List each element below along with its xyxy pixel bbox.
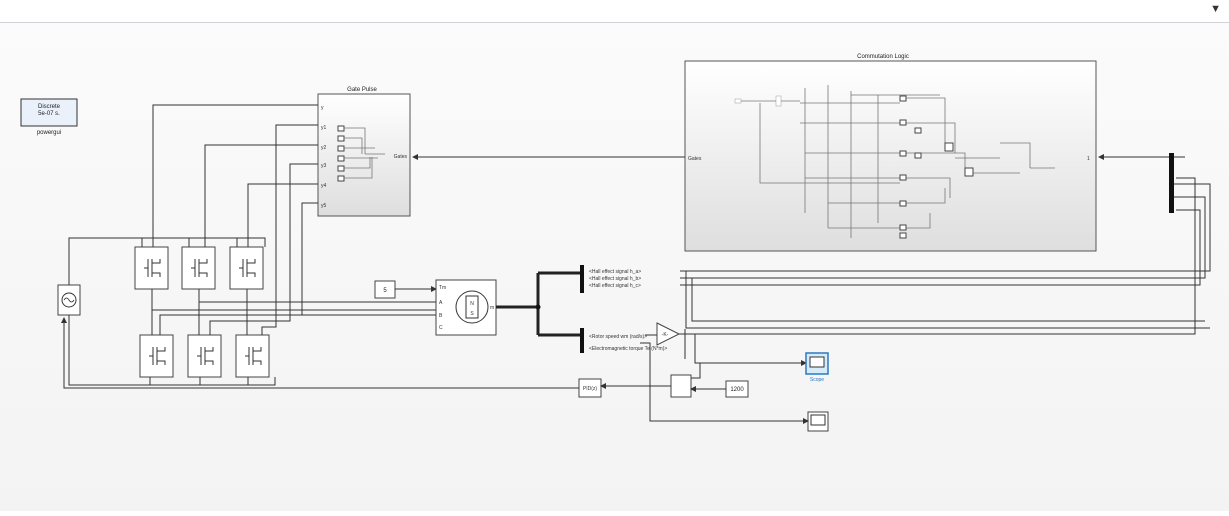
sum-block[interactable] <box>670 374 692 398</box>
gate-pulse-port-y1: y1 <box>321 125 327 131</box>
hall-mux-bar[interactable] <box>1169 153 1174 213</box>
mosfet-1[interactable] <box>134 246 169 290</box>
hall-signal-b: <Hall effect signal h_b> <box>589 276 641 282</box>
rotor-speed-signal: <Rotor speed wm (rad/s)> <box>589 334 647 340</box>
torque-scope-block[interactable] <box>807 411 829 432</box>
gate-pulse-port-gates: Gates <box>394 154 408 160</box>
scope-label: Scope <box>810 377 824 383</box>
motor-symbol-s: S <box>470 311 474 317</box>
gate-pulse-port-y5: y5 <box>321 203 327 209</box>
speed-ref-block[interactable]: 1200 <box>725 380 749 398</box>
motor-port-b: B <box>439 313 443 319</box>
powergui-line1: Discrete <box>38 104 61 110</box>
em-torque-signal: <Electromagnetic torque Te (N*m)> <box>589 346 667 352</box>
mosfet-2[interactable] <box>181 246 216 290</box>
gain-label: -K- <box>662 332 669 338</box>
powergui-caption: powergui <box>37 130 61 136</box>
dc-source-block[interactable] <box>57 284 81 316</box>
pid-controller-block[interactable]: PID(z) <box>578 378 602 398</box>
torque-constant-block[interactable]: 5 <box>374 280 396 299</box>
gate-pulse-port-y3: y3 <box>321 163 327 169</box>
motor-port-a: A <box>439 300 443 306</box>
commutation-title: Commutation Logic <box>857 54 909 60</box>
speed-bus-selector[interactable] <box>580 328 584 353</box>
simulink-canvas[interactable]: Discrete 5e-07 s. powergui Gate Pulse y … <box>0 23 1229 511</box>
bldc-motor-block[interactable]: Tm A B C m N S <box>435 279 497 336</box>
commutation-port-1: 1 <box>1087 156 1090 162</box>
gate-pulse-port-y: y <box>321 105 324 111</box>
scope-block[interactable]: Scope <box>805 352 829 383</box>
mosfet-6[interactable] <box>235 334 270 378</box>
hall-bus-selector[interactable] <box>580 265 584 293</box>
mosfet-5[interactable] <box>187 334 222 378</box>
gate-pulse-title: Gate Pulse <box>347 87 377 93</box>
gate-pulse-port-y4: y4 <box>321 183 327 189</box>
gate-pulse-subsystem[interactable]: Gate Pulse y y1 y2 y3 y4 y5 Gates <box>317 87 411 217</box>
hall-signal-c: <Hall effect signal h_c> <box>589 283 641 289</box>
speed-ref-value: 1200 <box>730 387 744 393</box>
gain-block[interactable]: -K- <box>656 322 681 346</box>
commutation-logic-subsystem[interactable]: Commutation Logic Gates 1 <box>684 54 1097 252</box>
gate-pulse-port-y2: y2 <box>321 145 327 151</box>
mosfet-4[interactable] <box>139 334 174 378</box>
mosfet-3[interactable] <box>229 246 264 290</box>
caret-down-icon[interactable]: ▼ <box>1210 3 1221 15</box>
powergui-line2: 5e-07 s. <box>38 111 60 117</box>
hall-signal-a: <Hall effect signal h_a> <box>589 269 641 275</box>
pid-label: PID(z) <box>583 386 598 392</box>
motor-symbol-n: N <box>470 301 474 307</box>
motor-port-m: m <box>490 305 494 311</box>
block-diagram: Discrete 5e-07 s. powergui Gate Pulse y … <box>20 54 1211 432</box>
powergui-block[interactable]: Discrete 5e-07 s. powergui <box>20 98 78 136</box>
model-toolbar: ▼ <box>0 0 1229 23</box>
motor-port-c: C <box>439 325 443 331</box>
commutation-port-gates: Gates <box>688 156 702 162</box>
motor-port-tm: Tm <box>439 285 446 291</box>
torque-constant-value: 5 <box>383 288 387 294</box>
